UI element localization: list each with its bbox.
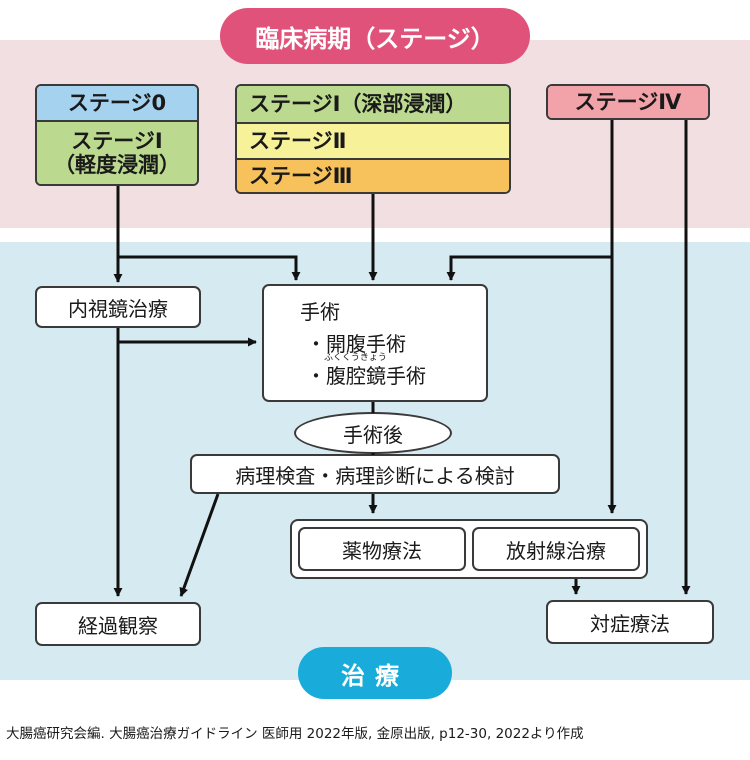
- observation-label: 経過観察: [78, 613, 158, 638]
- stage-1-mild-label: ステージⅠ: [71, 128, 163, 153]
- surgery-open-item: ・開腹手術: [306, 332, 406, 356]
- surgery-laparo-item: ・腹腔鏡手術 ふくくうきょう: [300, 354, 426, 392]
- symptomatic-box: 対症療法: [546, 600, 714, 644]
- arrow-stage4-to-surgery: [446, 255, 612, 281]
- stage-2-label: ステージⅡ: [249, 128, 347, 153]
- stage-0-box: ステージ0: [37, 86, 197, 120]
- symptomatic-label: 対症療法: [590, 611, 670, 636]
- surgery-laparo-label: 腹腔鏡手術: [326, 364, 426, 388]
- radiation-label: 放射線治療: [506, 538, 606, 563]
- stage-1-deep-label: ステージⅠ（深部浸潤）: [249, 91, 467, 116]
- pathology-box: 病理検査・病理診断による検討: [190, 454, 560, 494]
- stage-4-box: ステージⅣ: [546, 84, 710, 120]
- source-caption: 大腸癌研究会編. 大腸癌治療ガイドライン 医師用 2022年版, 金原出版, p…: [6, 726, 584, 742]
- arrow-early-to-surgery: [118, 255, 301, 281]
- stage-3-box: ステージⅢ: [237, 158, 509, 192]
- surgery-laparo-bullet: ・: [306, 364, 326, 388]
- chemotherapy-label: 薬物療法: [342, 538, 422, 563]
- stage-group-surgical: ステージⅠ（深部浸潤） ステージⅡ ステージⅢ: [235, 84, 511, 194]
- treatment-title: 治療: [341, 661, 409, 690]
- surgery-laparo-ruby: ふくくうきょう: [324, 353, 387, 363]
- endoscopic-treatment-box: 内視鏡治療: [35, 286, 201, 328]
- radiation-box: 放射線治療: [472, 527, 640, 571]
- post-surgery-label: 手術後: [343, 422, 403, 447]
- observation-box: 経過観察: [35, 602, 201, 646]
- pathology-label: 病理検査・病理診断による検討: [235, 463, 515, 488]
- stage-3-label: ステージⅢ: [249, 163, 353, 188]
- stage-title: 臨床病期（ステージ）: [255, 24, 495, 53]
- stage-1-deep-box: ステージⅠ（深部浸潤）: [237, 86, 509, 122]
- stage-2-box: ステージⅡ: [237, 122, 509, 158]
- chemotherapy-box: 薬物療法: [298, 527, 466, 571]
- endoscopic-treatment-label: 内視鏡治療: [68, 296, 168, 321]
- surgery-title: 手術: [300, 300, 340, 324]
- stage-1-mild-note: （軽度浸潤）: [54, 153, 180, 177]
- stage-0-label: ステージ0: [67, 90, 167, 115]
- treatment-title-pill: 治療: [298, 647, 452, 699]
- surgery-box: 手術 ・開腹手術 ・腹腔鏡手術 ふくくうきょう: [262, 284, 488, 402]
- stage-4-label: ステージⅣ: [574, 89, 682, 114]
- arrow-pathology-to-observation: [179, 493, 220, 597]
- stage-4-cell: ステージⅣ: [548, 86, 708, 118]
- stage-title-pill: 臨床病期（ステージ）: [220, 8, 530, 64]
- stage-group-early: ステージ0 ステージⅠ （軽度浸潤）: [35, 84, 199, 186]
- stage-1-mild-box: ステージⅠ （軽度浸潤）: [37, 120, 197, 184]
